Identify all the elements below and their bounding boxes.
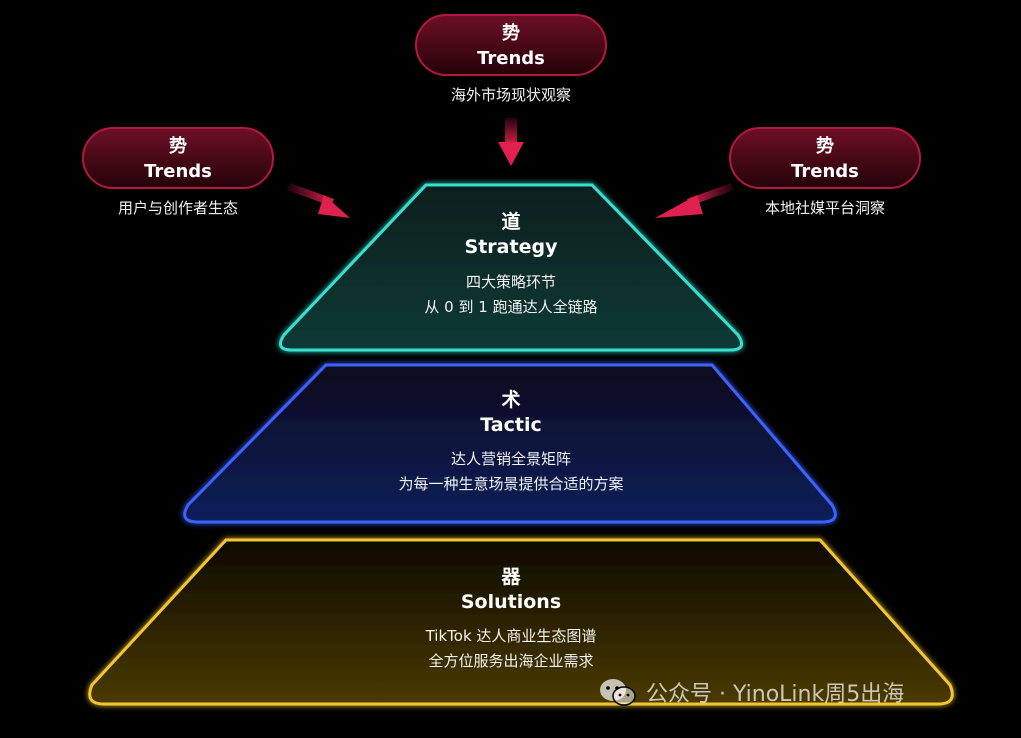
trend-center-caption: 海外市场现状观察 [450,86,572,104]
trend-left-caption: 用户与创作者生态 [117,199,239,217]
solutions-title: Solutions [460,591,562,613]
tactic-line2: 为每一种生意场景提供合适的方案 [398,475,624,493]
trend-right-title: Trends [791,161,859,182]
arrow-down-icon [498,118,524,166]
strategy-line2: 从 0 到 1 跑通达人全链路 [424,298,598,316]
trend-left-char: 势 [169,136,187,157]
tactic-title: Tactic [480,414,542,436]
trend-left-title: Trends [144,161,212,182]
trend-pill-center [415,14,607,76]
arrow-right-down-icon [287,183,350,218]
tier-solutions [88,538,954,706]
strategy-title: Strategy [464,236,558,258]
strategy-char: 道 [501,211,521,233]
solutions-line2: 全方位服务出海企业需求 [428,652,594,670]
tactic-line1: 达人营销全景矩阵 [450,450,572,468]
watermark: 公众号 · YinoLink周5出海 [598,676,904,708]
arrow-left-down-icon [655,183,734,218]
trend-right-char: 势 [816,136,834,157]
solutions-char: 器 [501,566,521,588]
tier-strategy [278,183,744,352]
trend-center-title: Trends [477,48,545,69]
watermark-text: 公众号 · YinoLink周5出海 [646,682,905,707]
strategy-line1: 四大策略环节 [465,273,557,291]
tier-tactic [183,363,837,524]
tactic-char: 术 [501,389,521,411]
trend-pill-left [82,127,274,189]
solutions-line1: TikTok 达人商业生态图谱 [425,627,597,645]
wechat-icon [600,679,636,706]
trend-pill-right [729,127,921,189]
trend-center-char: 势 [502,23,520,44]
trend-right-caption: 本地社媒平台洞察 [764,199,886,217]
